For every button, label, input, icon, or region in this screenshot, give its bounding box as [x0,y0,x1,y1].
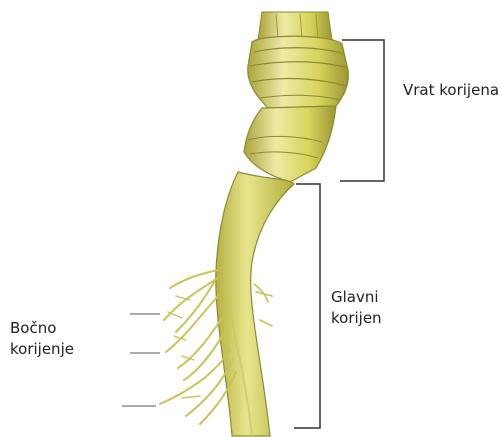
label-lateral-roots: Bočno korijenje [10,318,74,360]
lateral-root-pointers [122,314,160,406]
root-neck [244,36,348,182]
label-lateral-roots-line2: korijenje [10,339,74,360]
bracket-main-root [294,184,320,428]
label-main-root-line1: Glavni [331,287,382,308]
label-lateral-roots-line1: Bočno [10,318,74,339]
main-root [216,172,294,436]
label-root-neck: Vrat korijena [403,80,499,101]
bracket-root-neck [340,40,384,181]
label-main-root-line2: korijen [331,308,382,329]
label-main-root: Glavni korijen [331,287,382,329]
